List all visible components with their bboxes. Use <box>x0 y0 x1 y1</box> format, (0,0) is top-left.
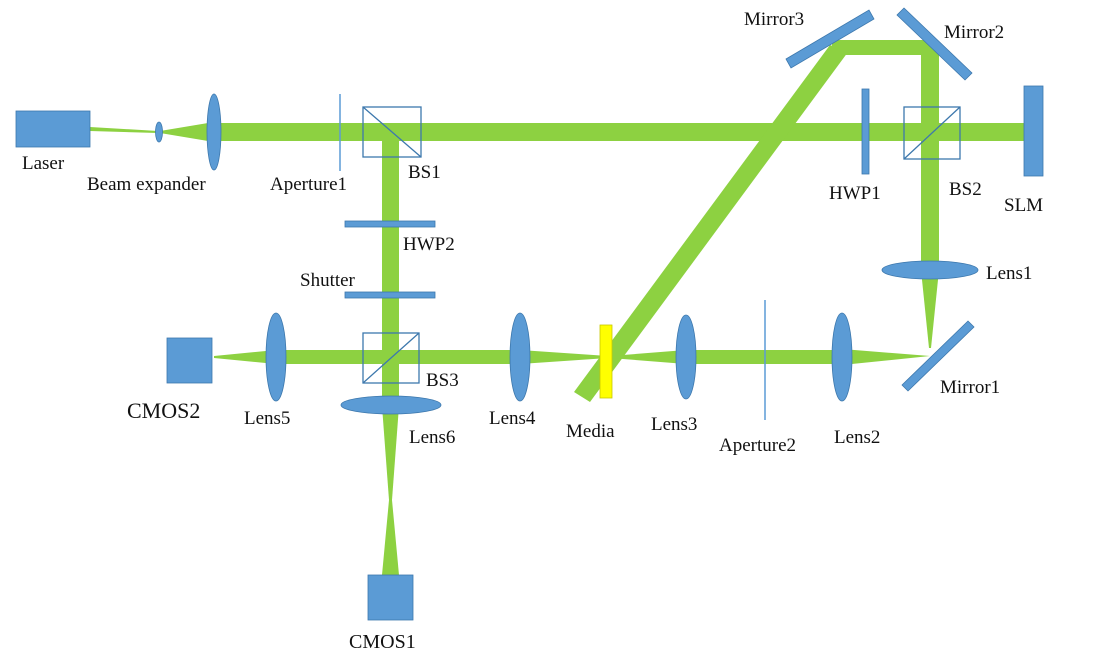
aperture2-label: Aperture2 <box>719 435 796 456</box>
beam-cone-lens3-media <box>610 350 686 364</box>
lens4-label: Lens4 <box>489 408 536 429</box>
lens3-icon <box>675 314 697 400</box>
beam-lens2-lens3 <box>686 350 842 364</box>
bs3-label: BS3 <box>426 370 459 391</box>
media-icon <box>599 324 613 399</box>
beam-expander-lens-icon <box>206 93 222 171</box>
lens4-icon <box>509 312 531 402</box>
aperture1-label: Aperture1 <box>270 174 347 195</box>
beams <box>90 40 1026 575</box>
mirror2-icon <box>896 7 973 81</box>
hwp1-label: HWP1 <box>829 183 881 204</box>
beam-cone-media-lens4 <box>520 350 608 364</box>
bs1-label: BS1 <box>408 162 441 183</box>
slm-label: SLM <box>1004 195 1043 216</box>
lens3-label: Lens3 <box>651 414 697 435</box>
lens1-label: Lens1 <box>986 263 1032 284</box>
beam-expander-label: Beam expander <box>87 174 206 195</box>
beam-top-mirror3-mirror2 <box>832 40 938 55</box>
beam-diagonal-mirror3-media <box>574 45 848 402</box>
beam-laser-to-expander <box>90 127 158 133</box>
hwp1-icon <box>861 88 870 175</box>
cmos1-label: CMOS1 <box>349 631 416 653</box>
shutter-icon <box>344 291 436 299</box>
bs1-icon <box>362 106 422 158</box>
beam-expanding-cone <box>160 122 214 142</box>
lens2-icon <box>831 312 853 402</box>
mirror3-icon <box>785 9 875 69</box>
shutter-label: Shutter <box>300 270 356 291</box>
hwp2-label: HWP2 <box>403 234 455 255</box>
lens5-icon <box>265 312 287 402</box>
bs2-label: BS2 <box>949 179 982 200</box>
laser-icon <box>15 110 91 148</box>
beam-cone-lens1-mirror1 <box>921 270 939 348</box>
beam-main-horizontal <box>214 123 1026 141</box>
bs3-icon <box>362 332 420 384</box>
hwp2-icon <box>344 220 436 228</box>
beam-expander-small-lens-icon <box>155 121 163 143</box>
slm-icon <box>1023 85 1044 177</box>
bs2-icon <box>903 106 961 160</box>
lens1-icon <box>881 260 979 280</box>
beam-vertical-bs1-bs3 <box>382 130 399 406</box>
media-label: Media <box>566 421 615 442</box>
beam-lens6-cmos1-upper <box>382 406 399 500</box>
lens6-icon <box>340 395 442 415</box>
labels: Laser Beam expander Aperture1 BS1 HWP2 S… <box>22 9 1043 653</box>
mirror3-label: Mirror3 <box>744 9 804 30</box>
mirror1-icon <box>901 320 975 392</box>
lens2-label: Lens2 <box>834 427 880 448</box>
beam-cone-lens5-cmos2 <box>214 350 276 364</box>
beam-lens6-cmos1-lower <box>382 500 399 575</box>
cmos2-icon <box>166 337 213 384</box>
lens6-label: Lens6 <box>409 427 455 448</box>
mirror1-label: Mirror1 <box>940 377 1000 398</box>
lens5-label: Lens5 <box>244 408 290 429</box>
beam-cone-mirror1-lens2 <box>842 349 930 365</box>
cmos2-label: CMOS2 <box>127 398 200 423</box>
cmos1-icon <box>367 574 414 621</box>
mirror2-label: Mirror2 <box>944 22 1004 43</box>
laser-label: Laser <box>22 153 65 174</box>
